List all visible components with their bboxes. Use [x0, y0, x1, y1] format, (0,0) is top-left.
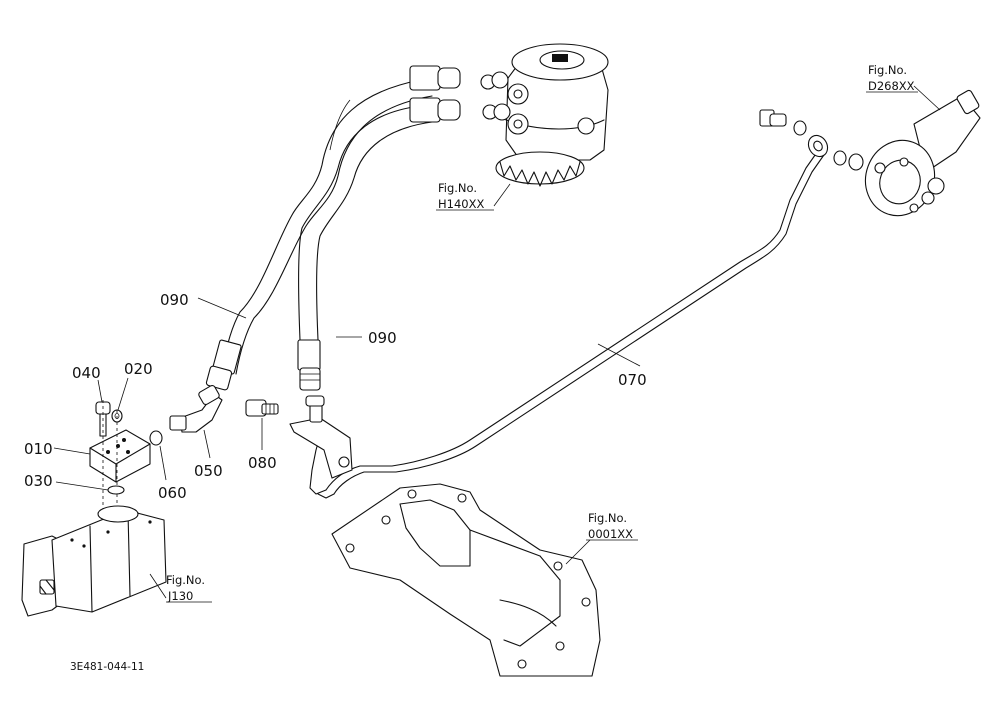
fig-ref-0001-caption: Fig.No. [588, 511, 627, 525]
steering-unit [480, 43, 609, 187]
fig-ref-d268-number: D268XX [868, 79, 915, 93]
label-part-020: 020 [124, 360, 153, 378]
label-part-050: 050 [194, 462, 223, 480]
bolt-080 [245, 399, 279, 417]
hose-090-left [221, 79, 433, 375]
hydraulic-pump [21, 505, 167, 617]
pump-assembly [759, 89, 981, 217]
label-part-090-left: 090 [160, 291, 189, 309]
leader-d268 [913, 85, 941, 111]
hose-090-right [297, 105, 433, 391]
hose-end-fitting-left [205, 339, 242, 391]
fig-ref-h140-number: H140XX [438, 197, 484, 211]
label-part-030: 030 [24, 472, 53, 490]
label-part-090-right: 090 [368, 329, 397, 347]
label-part-070: 070 [618, 371, 647, 389]
o-ring-030 [107, 485, 125, 495]
label-part-010: 010 [24, 440, 53, 458]
bracket [289, 395, 353, 479]
document-id: 3E481-044-11 [70, 661, 144, 673]
label-part-080: 080 [248, 454, 277, 472]
hose-fittings-steering [409, 65, 461, 123]
leader-j130 [149, 573, 167, 599]
label-part-040: 040 [72, 364, 101, 382]
block-010 [89, 429, 151, 483]
leader-h140 [493, 183, 511, 207]
leader-0001 [565, 539, 591, 565]
fig-ref-d268-caption: Fig.No. [868, 63, 907, 77]
fig-ref-j130-number: J130 [167, 589, 193, 603]
o-ring-060 [149, 430, 163, 446]
fig-ref-0001-number: 0001XX [588, 527, 633, 541]
part-leaders [53, 297, 641, 491]
fig-ref-h140-caption: Fig.No. [438, 181, 477, 195]
elbow-fitting-050 [169, 384, 223, 433]
label-part-060: 060 [158, 484, 187, 502]
fig-ref-j130-caption: Fig.No. [166, 573, 205, 587]
transmission-case [331, 483, 601, 677]
pipe-070 [309, 134, 829, 499]
